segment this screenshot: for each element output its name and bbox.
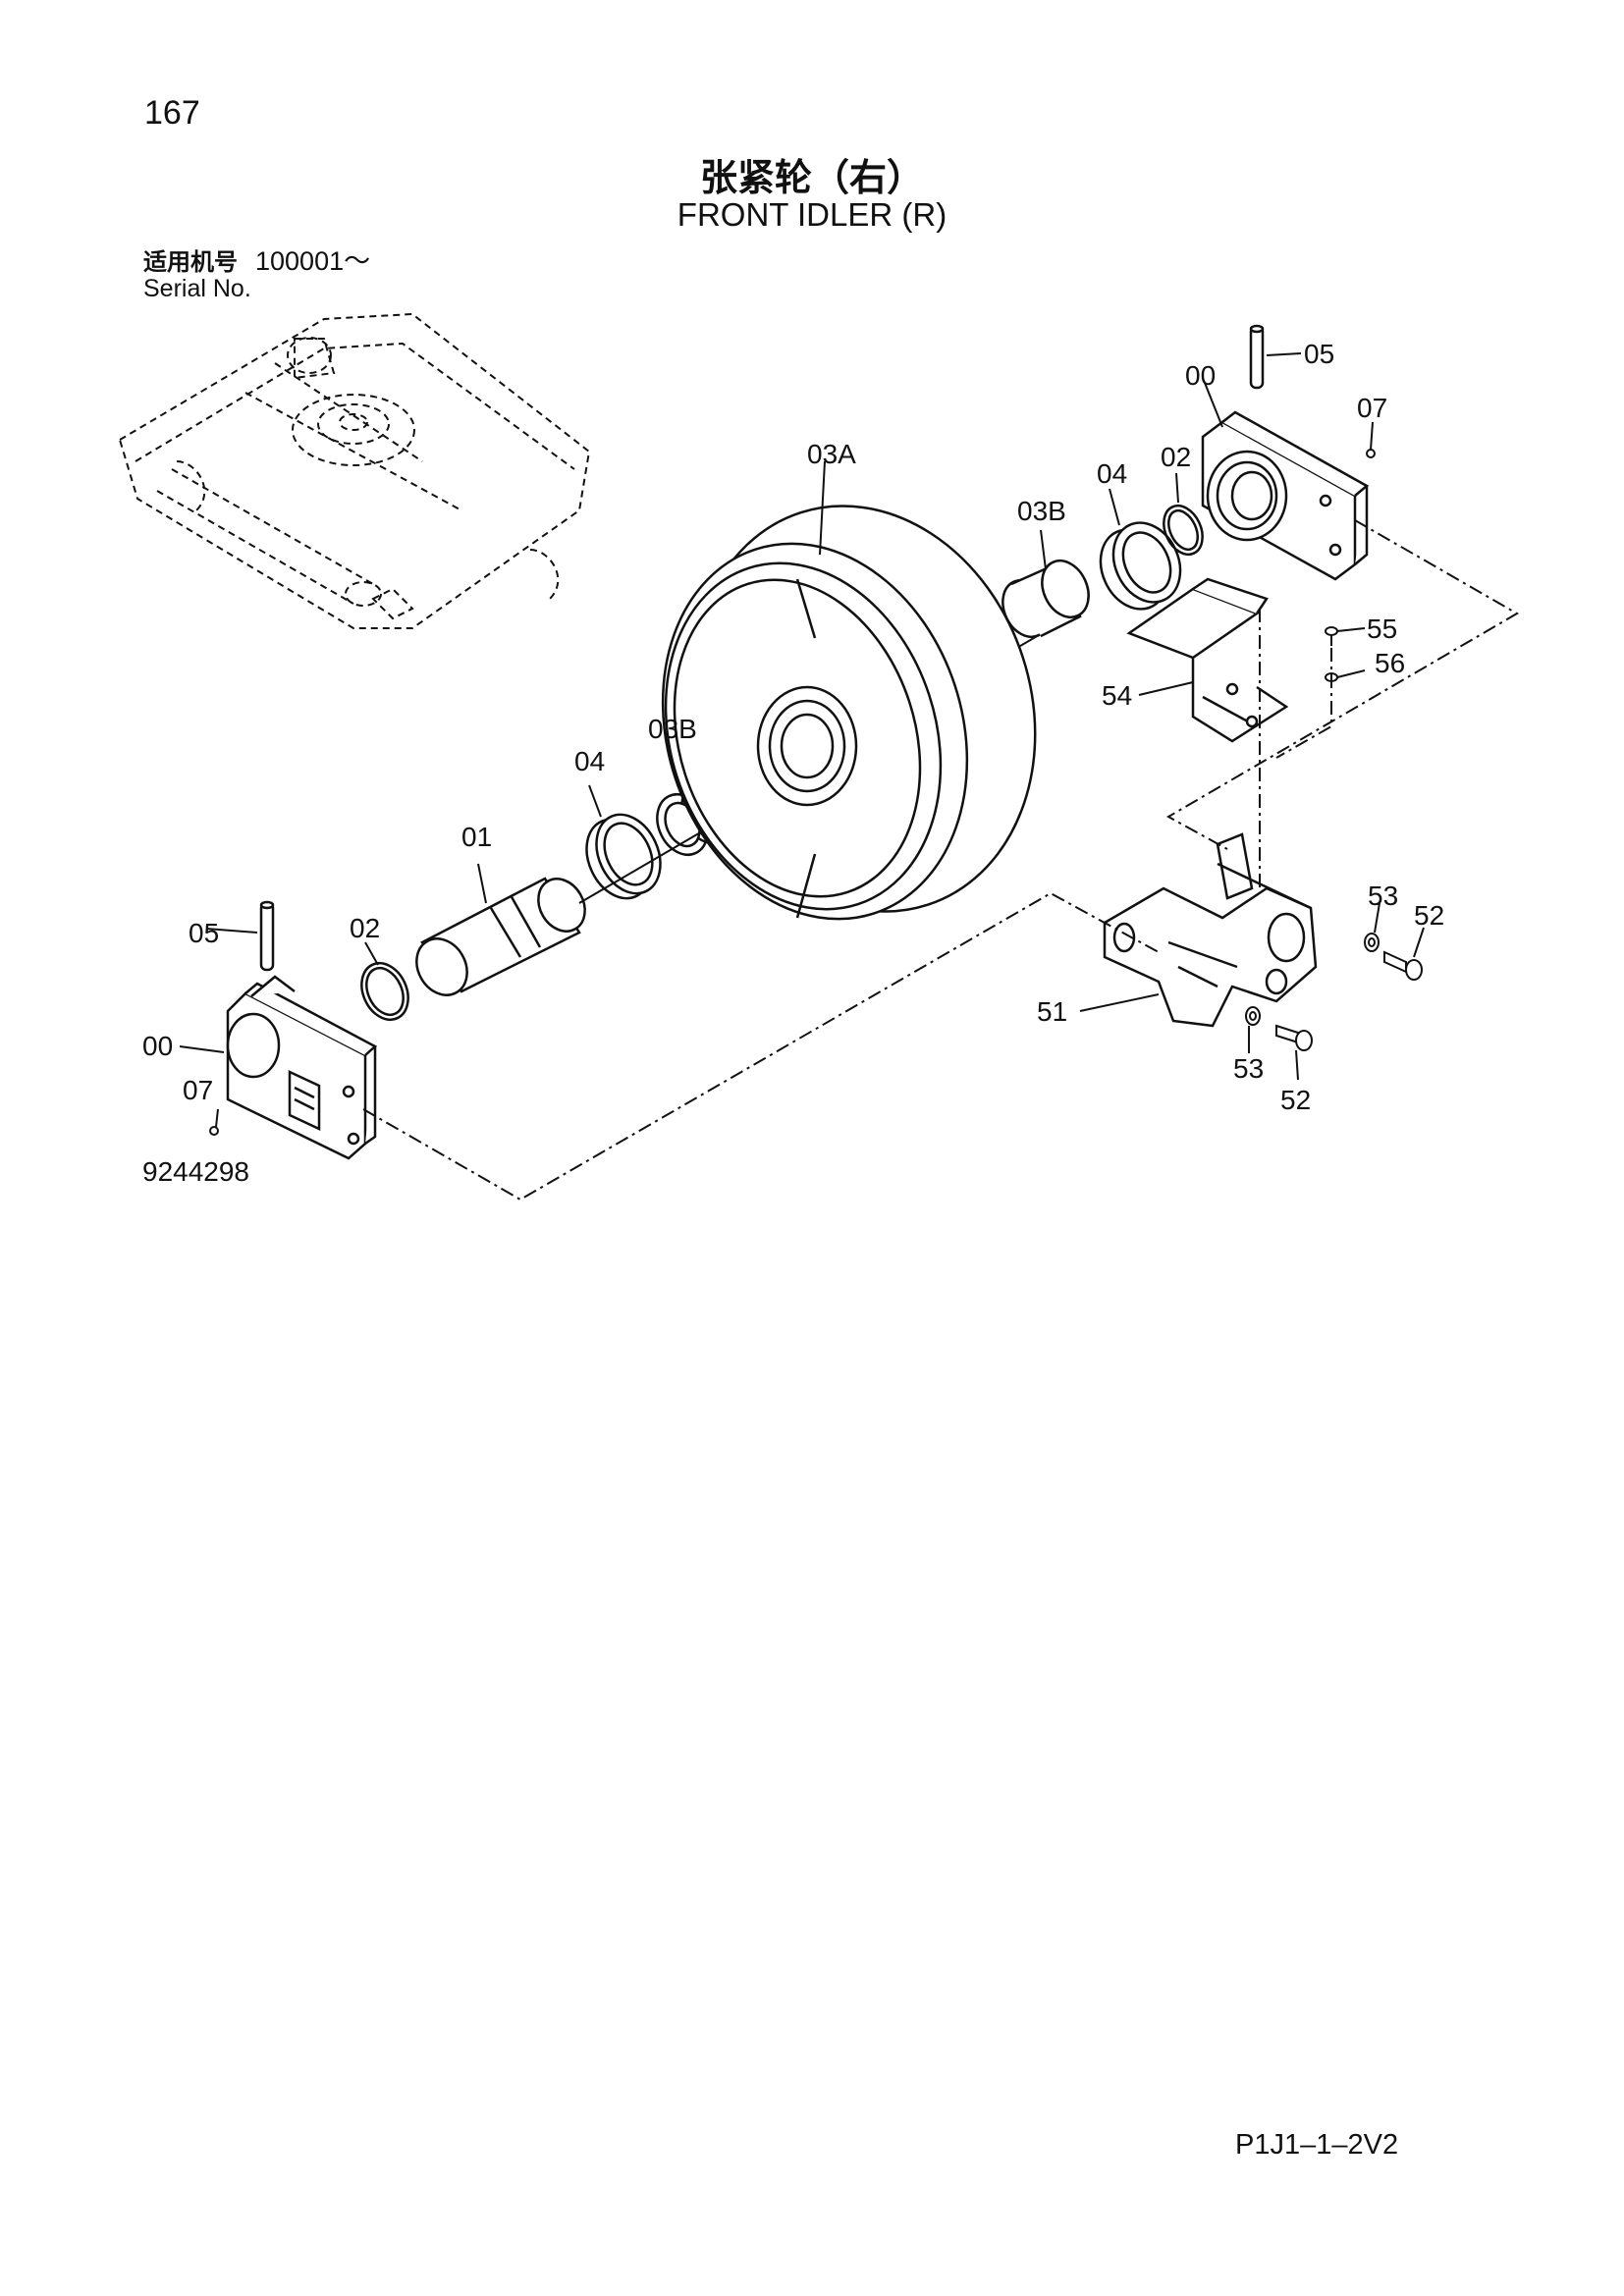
callout-03b-left: 03B [648,714,697,744]
exploded-parts-diagram: 05 02 01 04 03B 03A 03B 04 02 00 05 07 5… [118,312,1519,1201]
callout-52-lower: 52 [1280,1085,1311,1115]
callout-51: 51 [1037,996,1067,1027]
callout-05-left: 05 [189,918,219,948]
bolt-55 [1325,626,1338,646]
callout-03a: 03A [807,439,856,469]
callout-01: 01 [461,822,492,852]
guard-54 [1126,577,1289,743]
callout-00-left: 00 [142,1031,173,1061]
callout-02-left: 02 [350,913,380,943]
callout-04-right: 04 [1097,458,1127,489]
undercarriage-thumbnail [118,312,591,629]
bolt-52-upper [1383,950,1423,981]
callout-07-right: 07 [1357,393,1387,423]
o-ring-02-right [1163,504,1204,557]
serial-line-cn: 适用机号 100001～ [143,248,370,276]
pin-05-right [1249,324,1265,390]
seal-04-right [1099,521,1182,611]
callout-07-left: 07 [183,1075,213,1105]
assembly-lines [362,519,1519,1201]
callout-03b-right: 03B [1017,496,1066,526]
callout-04-left: 04 [574,746,605,776]
pin-05-left [259,900,275,972]
fitting-07-left [209,1126,219,1136]
callout-52-upper: 52 [1414,900,1444,931]
footer-code: P1J1–1–2V2 [1235,2129,1399,2161]
fitting-07-right [1366,449,1376,458]
drawing-id: 9244298 [142,1156,250,1187]
idler-bracket-left [226,975,378,1160]
bracket-51 [1103,832,1318,1028]
idler-wheel-03a [661,505,1037,921]
washer-53-upper [1364,933,1380,952]
callout-53-lower: 53 [1233,1053,1264,1084]
idler-bracket-right [1201,410,1370,581]
bushing-03b-right [1001,560,1090,638]
washer-53-lower [1245,1006,1261,1026]
serial-range: 100001～ [255,246,371,276]
seal-04-left [585,813,662,900]
bolt-52-lower [1275,1024,1313,1051]
callout-55: 55 [1367,614,1397,644]
o-ring-02-left [360,962,409,1021]
page-number: 167 [144,94,200,132]
callout-02-right: 02 [1161,442,1191,472]
title-english: FRONT IDLER (R) [677,196,947,233]
shaft-01 [415,877,586,996]
serial-label-en: Serial No. [143,275,251,302]
callout-53-upper: 53 [1368,881,1398,911]
title-chinese: 张紧轮（右） [699,156,924,199]
callout-56: 56 [1375,648,1405,678]
callout-05-right: 05 [1304,339,1334,369]
callout-54: 54 [1102,680,1132,711]
serial-number-block: 适用机号 100001～ Serial No. [143,248,370,302]
serial-label-cn: 适用机号 [143,248,238,276]
callout-00-right: 00 [1185,360,1216,391]
